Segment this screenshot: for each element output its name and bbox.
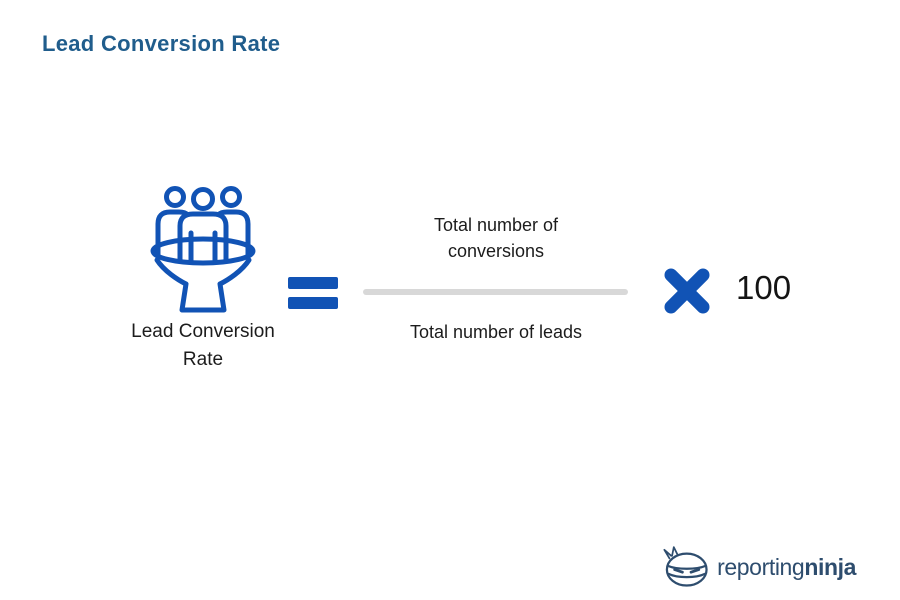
brand-name-prefix: reporting [717, 553, 805, 580]
brand-name: reportingninja [717, 554, 856, 581]
fraction-denominator: Total number of leads [409, 322, 583, 342]
ninja-face-icon [663, 546, 708, 587]
multiply-x-icon [664, 268, 710, 314]
fraction-divider-line [363, 289, 628, 295]
fraction-numerator: Total number of conversions [433, 215, 559, 261]
equals-bar-bottom [288, 297, 338, 309]
brand-logo: reportingninja [660, 544, 856, 590]
formula-lhs-label: Lead Conversion Rate [131, 321, 275, 370]
funnel-with-people-icon [150, 186, 256, 313]
multiplier-value: 100 [736, 269, 792, 306]
page-title: Lead Conversion Rate [42, 31, 281, 56]
equals-bar-top [288, 277, 338, 289]
brand-name-suffix: ninja [804, 553, 856, 580]
equals-icon [288, 277, 338, 309]
